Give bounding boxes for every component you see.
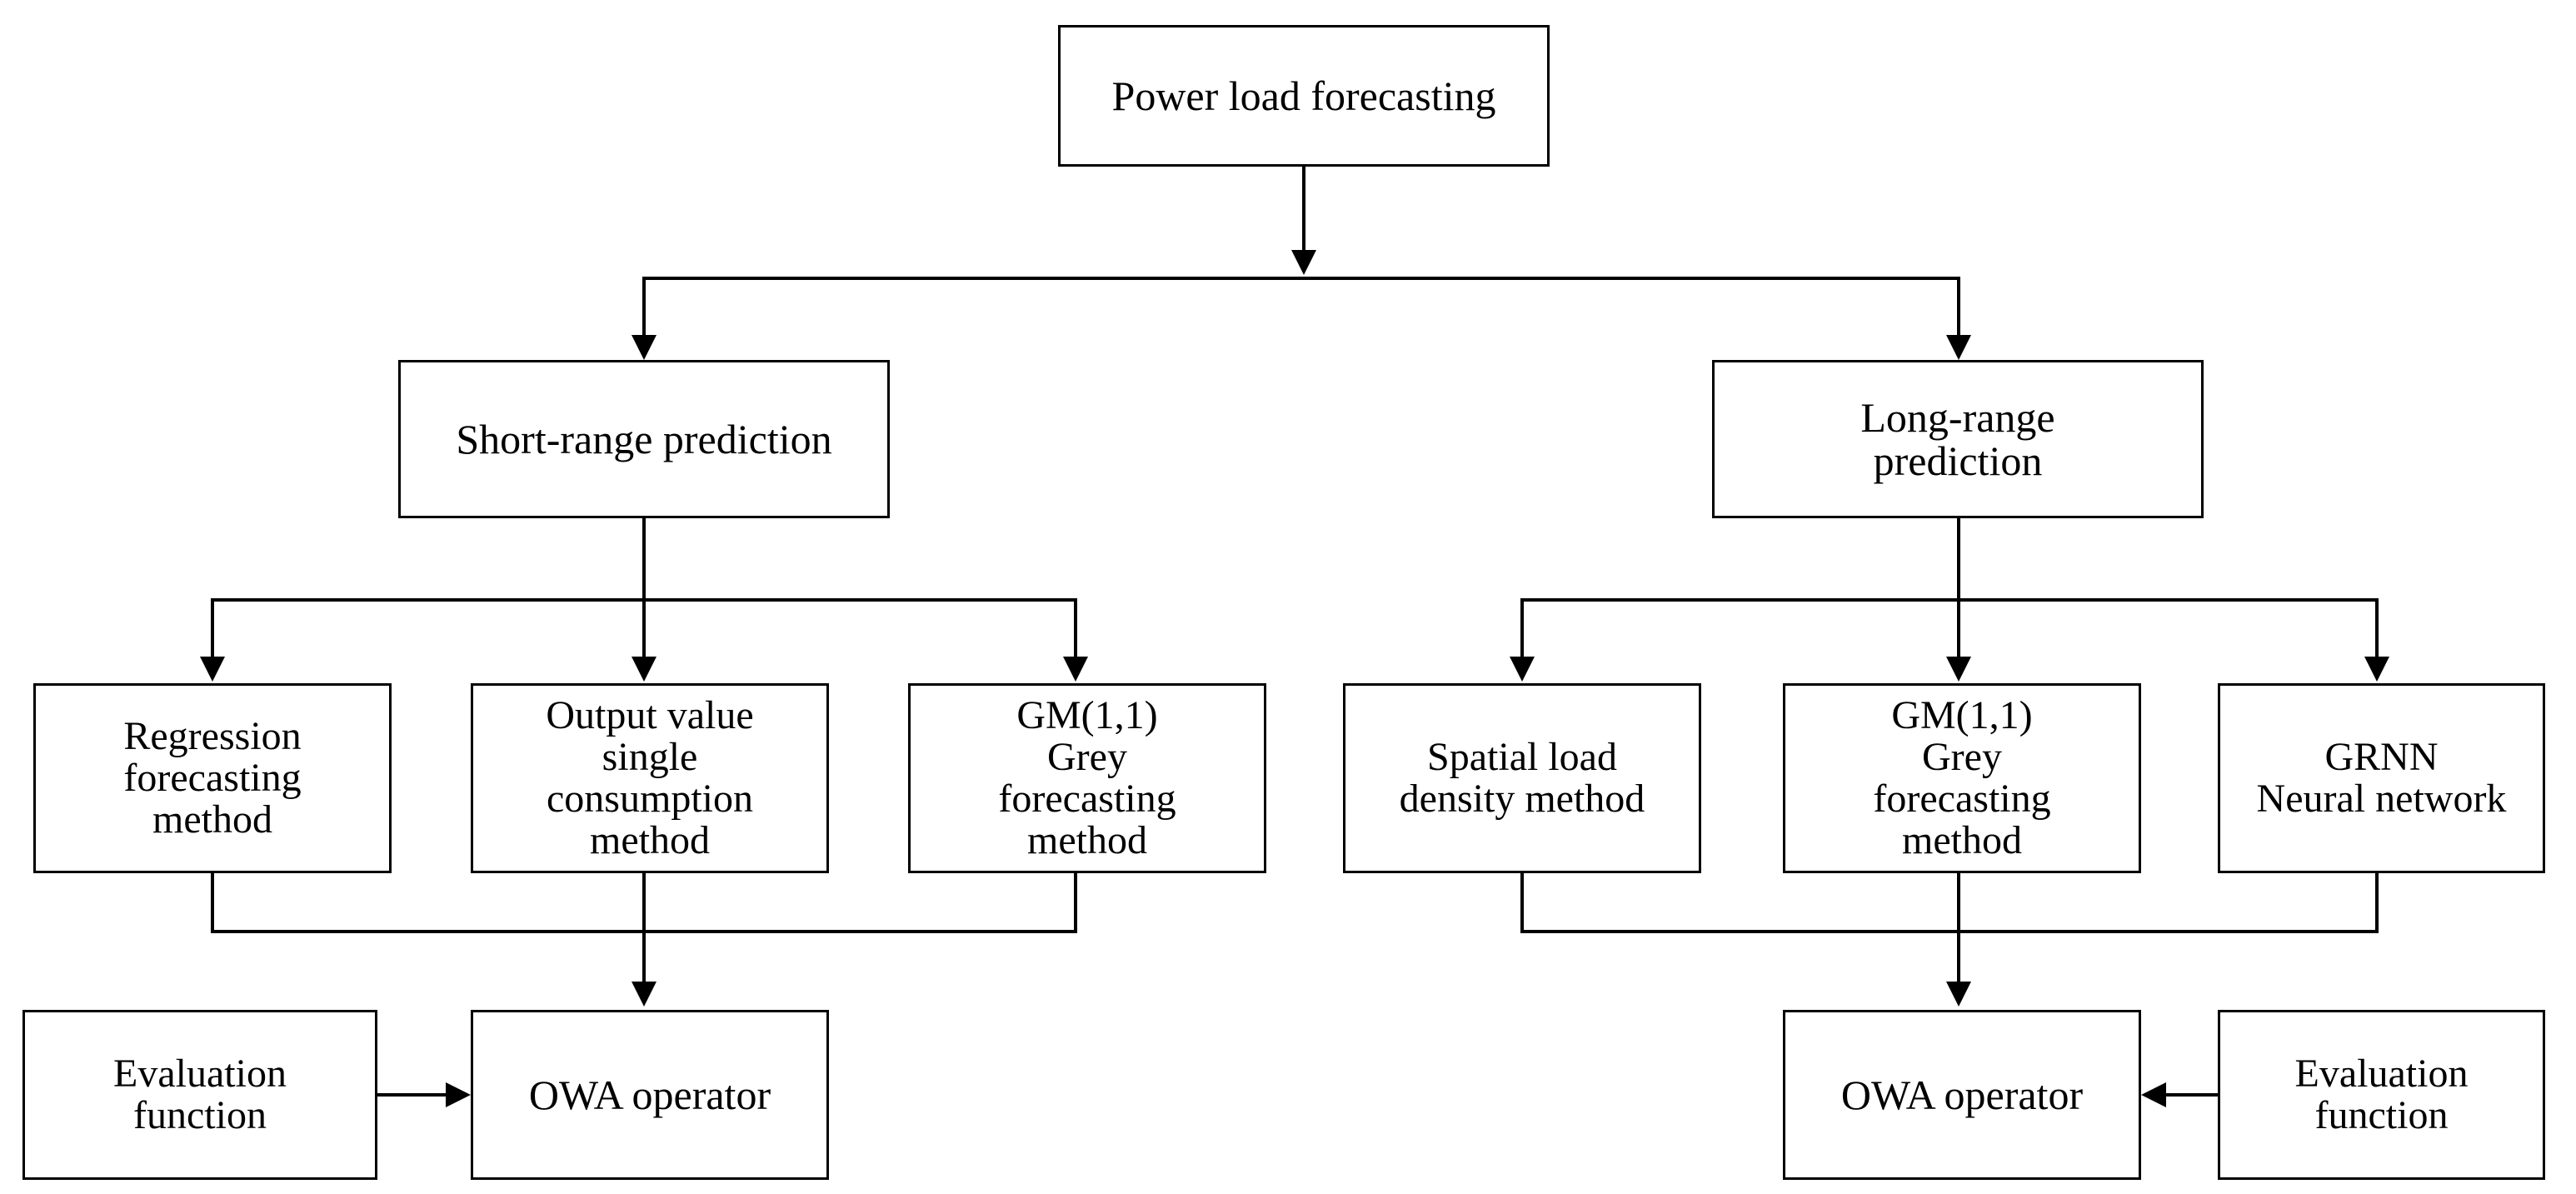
node-label: Regression forecasting method bbox=[123, 714, 302, 842]
node-label: GM(1,1) Grey forecasting method bbox=[1873, 693, 2051, 862]
arrowhead-owa-left bbox=[632, 982, 656, 1007]
arrowhead-root-to-bus bbox=[1291, 250, 1316, 275]
node-power-load-forecasting[interactable]: Power load forecasting bbox=[1058, 25, 1550, 167]
arrowhead-gm11-left bbox=[1063, 657, 1088, 682]
connector-short-range-stem bbox=[642, 518, 646, 662]
node-label: Power load forecasting bbox=[1111, 72, 1496, 119]
connector-grnn-down bbox=[2375, 873, 2379, 933]
connector-regression-down bbox=[211, 873, 214, 933]
connector-right-merge-to-owa bbox=[1957, 873, 1960, 983]
arrowhead-owa-right bbox=[1946, 982, 1971, 1007]
connector-long-range-stem bbox=[1957, 518, 1960, 662]
node-gm11-grey-forecasting-method-left[interactable]: GM(1,1) Grey forecasting method bbox=[908, 683, 1266, 873]
arrowhead-grnn bbox=[2364, 657, 2389, 682]
connector-eval-left-to-owa bbox=[377, 1093, 451, 1097]
arrowhead-gm11-right bbox=[1946, 657, 1971, 682]
node-label: Evaluation function bbox=[2294, 1052, 2469, 1137]
node-evaluation-function-left[interactable]: Evaluation function bbox=[22, 1010, 377, 1180]
node-label: Evaluation function bbox=[113, 1052, 287, 1137]
connector-bus-to-gm11-left bbox=[1074, 598, 1077, 658]
connector-bus-to-spatial-load bbox=[1520, 598, 1524, 658]
connector-left-branch-bus bbox=[211, 598, 1077, 602]
node-owa-operator-left[interactable]: OWA operator bbox=[471, 1010, 829, 1180]
node-long-range-prediction[interactable]: Long-range prediction bbox=[1712, 360, 2204, 518]
connector-right-branch-bus bbox=[1520, 598, 2379, 602]
node-label: Short-range prediction bbox=[456, 416, 832, 462]
node-evaluation-function-right[interactable]: Evaluation function bbox=[2218, 1010, 2545, 1180]
node-label: GRNN Neural network bbox=[2256, 735, 2507, 821]
connector-right-merge-bus bbox=[1520, 930, 2379, 933]
node-label: OWA operator bbox=[528, 1072, 771, 1118]
node-owa-operator-right[interactable]: OWA operator bbox=[1783, 1010, 2141, 1180]
arrowhead-spatial-load bbox=[1510, 657, 1535, 682]
node-label: GM(1,1) Grey forecasting method bbox=[998, 693, 1176, 862]
arrowhead-long-range bbox=[1946, 335, 1971, 360]
node-short-range-prediction[interactable]: Short-range prediction bbox=[398, 360, 890, 518]
arrowhead-owa-right-from-eval bbox=[2141, 1082, 2166, 1107]
node-regression-forecasting-method[interactable]: Regression forecasting method bbox=[33, 683, 392, 873]
node-grnn-neural-network[interactable]: GRNN Neural network bbox=[2218, 683, 2545, 873]
connector-level1-bus bbox=[642, 277, 1960, 280]
connector-bus-to-grnn bbox=[2375, 598, 2379, 658]
node-output-value-single-consumption-method[interactable]: Output value single consumption method bbox=[471, 683, 829, 873]
arrowhead-owa-left-from-eval bbox=[446, 1082, 471, 1107]
node-label: Long-range prediction bbox=[1860, 394, 2055, 484]
connector-left-merge-to-owa bbox=[642, 873, 646, 983]
node-label: Spatial load density method bbox=[1399, 735, 1645, 821]
connector-root-stem bbox=[1302, 167, 1305, 253]
node-label: Output value single consumption method bbox=[546, 693, 754, 862]
connector-bus-to-short-range bbox=[642, 277, 646, 338]
node-gm11-grey-forecasting-method-right[interactable]: GM(1,1) Grey forecasting method bbox=[1783, 683, 2141, 873]
node-label: OWA operator bbox=[1840, 1072, 2084, 1118]
connector-spatial-load-down bbox=[1520, 873, 1524, 933]
arrowhead-regression bbox=[200, 657, 225, 682]
connector-bus-to-regression bbox=[211, 598, 214, 658]
arrowhead-short-range bbox=[632, 335, 656, 360]
connector-eval-right-to-owa bbox=[2161, 1093, 2234, 1097]
connector-bus-to-long-range bbox=[1957, 277, 1960, 338]
connector-gm11-left-down bbox=[1074, 873, 1077, 933]
node-spatial-load-density-method[interactable]: Spatial load density method bbox=[1343, 683, 1701, 873]
arrowhead-output-value bbox=[632, 657, 656, 682]
